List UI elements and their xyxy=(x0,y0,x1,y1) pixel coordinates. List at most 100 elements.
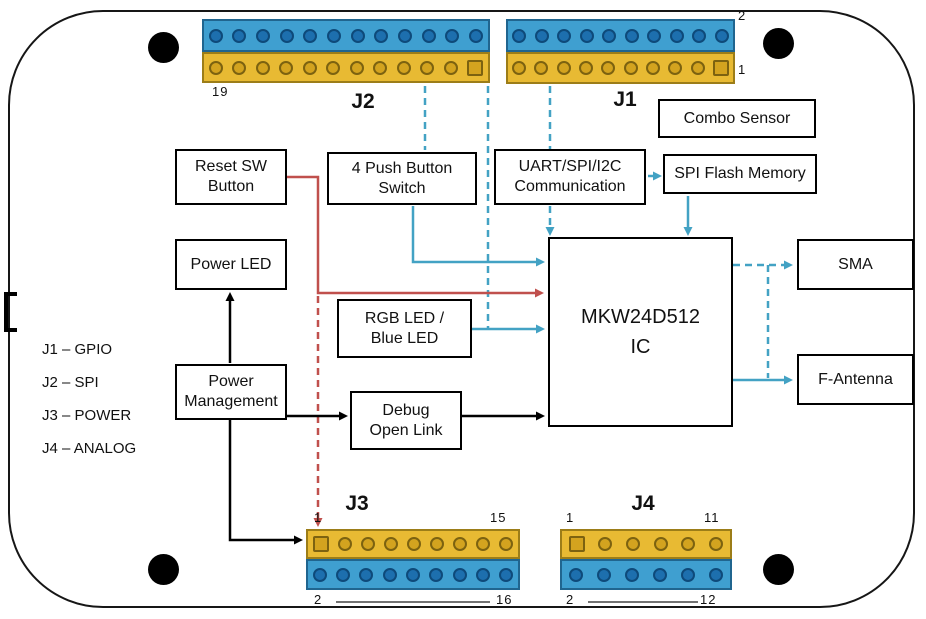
pin-hole xyxy=(534,28,549,43)
block-power-management: Power Management xyxy=(175,364,287,420)
pin-hole xyxy=(406,537,421,551)
block-power-mgmt-label: Power Management xyxy=(184,373,278,410)
j4-pin1-label: 1 xyxy=(566,510,575,525)
legend-item-j1: J1 – GPIO xyxy=(42,341,113,358)
block-debug-label: Debug Open Link xyxy=(369,401,443,439)
mounting-hole-top-right xyxy=(763,28,794,59)
pin-hole xyxy=(534,61,549,75)
board-edge-notch xyxy=(4,292,17,332)
pin-hole xyxy=(624,28,639,43)
pin-hole xyxy=(374,28,389,43)
j3-pin2-label: 2 xyxy=(314,592,323,607)
pin-hole xyxy=(335,567,350,582)
pin-hole xyxy=(232,28,247,43)
pin-hole xyxy=(421,28,436,43)
pin-hole xyxy=(598,537,613,551)
pin-hole xyxy=(445,28,460,43)
pin-hole xyxy=(302,60,317,75)
block-spi-flash-memory: SPI Flash Memory xyxy=(663,154,817,194)
pin-hole xyxy=(626,537,641,551)
pin-hole xyxy=(625,567,639,582)
pin-hole xyxy=(499,567,514,582)
j4-pin11-label: 11 xyxy=(704,510,720,525)
connector-j1-row-top xyxy=(506,19,735,52)
pin-hole xyxy=(350,28,365,43)
pin-hole xyxy=(337,537,352,551)
legend-item-j4: J4 – ANALOG xyxy=(42,440,137,457)
connector-j1-row-bottom xyxy=(506,52,735,84)
pin-hole xyxy=(601,61,616,75)
pin-hole xyxy=(208,60,223,75)
pin-hole xyxy=(373,60,388,75)
j4-pin2-label: 2 xyxy=(566,592,575,607)
pin-hole xyxy=(256,28,271,43)
block-push-button-switch: 4 Push Button Switch xyxy=(327,152,477,205)
pin-hole xyxy=(383,537,398,551)
connector-j3-row-top xyxy=(306,529,520,559)
pin-1-square xyxy=(568,536,585,552)
pin-hole xyxy=(359,567,374,582)
pin-hole xyxy=(349,60,364,75)
pin-hole xyxy=(326,60,341,75)
block-uart-label: UART/SPI/I2C Communication xyxy=(514,158,626,195)
pin-hole xyxy=(279,60,294,75)
connector-j3-row-bottom xyxy=(306,559,520,590)
pin-hole xyxy=(653,567,667,582)
pin-hole xyxy=(692,28,707,43)
pin-hole xyxy=(312,567,327,582)
pin-hole xyxy=(453,537,468,551)
pin-hole xyxy=(429,567,444,582)
connector-j4-row-bottom xyxy=(560,559,732,590)
j3-pin16-label: 16 xyxy=(496,592,513,607)
mounting-hole-top-left xyxy=(148,32,179,63)
pin-hole xyxy=(647,28,662,43)
block-rgb-led-label: RGB LED / Blue LED xyxy=(364,309,445,347)
pin-hole xyxy=(579,28,594,43)
pin-hole xyxy=(279,28,294,43)
block-sma-label: SMA xyxy=(838,255,873,273)
pin-hole xyxy=(255,60,270,75)
pin-hole xyxy=(623,61,638,75)
j1-pin1-label: 1 xyxy=(738,62,747,77)
pin-hole xyxy=(208,28,223,43)
block-rgb-led: RGB LED / Blue LED xyxy=(337,299,472,358)
pin-hole xyxy=(443,60,458,75)
pin-hole xyxy=(382,567,397,582)
block-spi-flash-label: SPI Flash Memory xyxy=(674,165,806,182)
block-mkw24d512-ic: MKW24D512 IC xyxy=(548,237,733,427)
pin-hole xyxy=(709,567,723,582)
legend-item-j2: J2 – SPI xyxy=(42,374,99,391)
j2-pin19-label: 19 xyxy=(212,84,229,99)
pin-hole xyxy=(669,28,684,43)
block-f-antenna-label: F-Antenna xyxy=(818,370,893,388)
connector-j2-label: J2 xyxy=(351,90,375,113)
pin-hole xyxy=(476,537,491,551)
block-power-led: Power LED xyxy=(175,239,287,290)
pin-hole xyxy=(668,61,683,75)
j3-pin1-label: 1 xyxy=(314,510,323,525)
mounting-hole-bottom-right xyxy=(763,554,794,585)
block-f-antenna: F-Antenna xyxy=(797,354,914,405)
pin-hole xyxy=(653,537,668,551)
pin-hole xyxy=(569,567,583,582)
block-debug-open-link: Debug Open Link xyxy=(350,391,462,450)
pin-hole xyxy=(303,28,318,43)
connector-j4-row-top xyxy=(560,529,732,559)
pin-hole xyxy=(398,28,413,43)
block-reset-sw-button: Reset SW Button xyxy=(175,149,287,205)
pin-hole xyxy=(645,61,660,75)
pin-hole xyxy=(690,61,705,75)
pin-hole xyxy=(681,537,696,551)
pin-hole xyxy=(681,567,695,582)
legend-item-j3: J3 – POWER xyxy=(42,407,132,424)
block-sma: SMA xyxy=(797,239,914,290)
pin-1-square xyxy=(467,59,484,76)
pin-hole xyxy=(709,537,724,551)
connector-j3-label: J3 xyxy=(345,492,369,515)
pin-hole xyxy=(420,60,435,75)
j4-pin12-label: 12 xyxy=(700,592,717,607)
pin-hole xyxy=(579,61,594,75)
connector-j4-label: J4 xyxy=(631,492,655,515)
pin-hole xyxy=(602,28,617,43)
